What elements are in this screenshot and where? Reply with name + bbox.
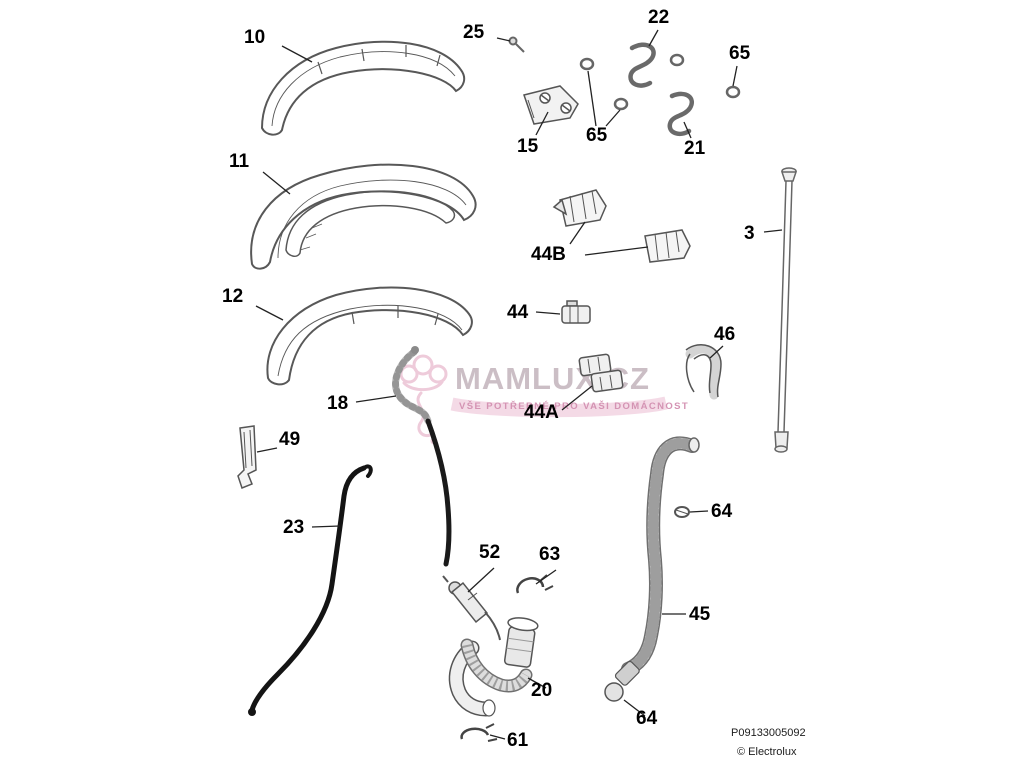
- part-label-44: 44: [507, 302, 529, 323]
- part-64-upper-drawing: [674, 506, 690, 518]
- hose-18-lower-section: [425, 418, 452, 567]
- part-18-drawing: [392, 346, 432, 425]
- part-label-11: 11: [229, 151, 250, 172]
- part-label-10: 10: [244, 27, 266, 48]
- part-52-drawing: [442, 575, 501, 641]
- part-label-63: 63: [539, 544, 561, 565]
- part-3-drawing: [774, 167, 798, 453]
- part-label-15: 15: [517, 136, 539, 157]
- part-44b-drawing: [552, 189, 691, 263]
- part-44-drawing: [561, 300, 591, 324]
- part-label-64-upper: 64: [711, 501, 733, 522]
- part-10-drawing: [260, 40, 466, 136]
- watermark-subtitle: VŠE POTŘEBNÉ PRO VAŠI DOMÁCNOST: [459, 400, 689, 412]
- part-label-25: 25: [463, 22, 485, 43]
- copyright-text: © Electrolux: [737, 746, 797, 758]
- part-label-49: 49: [279, 429, 301, 450]
- part-label-64-lower: 64: [636, 708, 658, 729]
- part-label-3: 3: [744, 223, 755, 244]
- part-63-drawing: [516, 574, 554, 594]
- part-20-drawing: [448, 617, 539, 717]
- part-15-drawing: [523, 85, 579, 125]
- part-label-65-mid: 65: [586, 125, 608, 146]
- part-label-20: 20: [531, 680, 553, 701]
- part-label-52: 52: [479, 542, 501, 563]
- part-label-61: 61: [507, 730, 529, 751]
- part-45-drawing: [614, 436, 700, 686]
- watermark-ribbon: [450, 396, 668, 418]
- part-label-23: 23: [283, 517, 305, 538]
- part-label-45: 45: [689, 604, 711, 625]
- part-23-drawing: [248, 464, 373, 716]
- part-22-drawing: [628, 42, 656, 88]
- part-label-21: 21: [684, 138, 706, 159]
- part-21-drawing: [667, 91, 694, 137]
- diagram-code: P09133005092: [731, 727, 806, 739]
- part-label-65-top: 65: [729, 43, 751, 64]
- watermark: MAMLUX.CZ VŠE POTŘEBNÉ PRO VAŠI DOMÁCNOS…: [399, 354, 689, 445]
- part-label-46: 46: [714, 324, 736, 345]
- part-61-drawing: [460, 723, 498, 742]
- part-64-lower-drawing: [604, 682, 624, 702]
- part-44a-drawing: [578, 353, 624, 393]
- leader-lines: [255, 29, 783, 740]
- part-46-drawing: [685, 344, 722, 400]
- part-49-drawing: [237, 425, 257, 489]
- part-65-rings: [579, 53, 741, 111]
- part-label-44b: 44B: [531, 244, 566, 265]
- part-label-22: 22: [648, 7, 670, 28]
- part-12-drawing: [266, 286, 473, 386]
- part-25-drawing: [508, 36, 525, 53]
- part-11-drawing: [250, 163, 477, 270]
- part-label-12: 12: [222, 286, 244, 307]
- watermark-crown-logo: [399, 354, 448, 445]
- part-label-44a: 44A: [524, 402, 559, 423]
- part-label-18: 18: [327, 393, 349, 414]
